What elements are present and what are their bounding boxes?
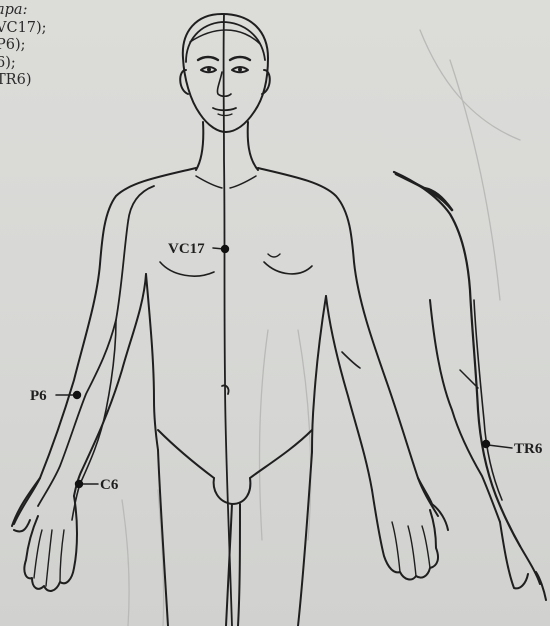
hair-line — [186, 22, 265, 62]
side-arm-outer — [394, 172, 520, 546]
pericardium-meridian — [38, 186, 154, 506]
right-pectoral — [264, 262, 312, 274]
head-outline — [183, 14, 268, 132]
side-hand — [500, 522, 546, 600]
left-pectoral — [160, 262, 214, 276]
right-hand — [372, 478, 448, 579]
left-eyebrow — [198, 57, 218, 60]
neck-right — [248, 122, 258, 170]
right-arm-inner — [326, 296, 372, 490]
point-tr6-group: TR6 — [482, 440, 543, 457]
neck-left — [196, 122, 203, 170]
right-leg-inner — [238, 504, 240, 626]
point-c6-label: C6 — [100, 477, 119, 493]
right-leg-outer — [298, 452, 312, 626]
point-p6-label: P6 — [30, 388, 47, 404]
point-p6-group: P6 — [30, 388, 81, 404]
groin — [214, 478, 251, 504]
right-shoulder-arm-outer — [258, 168, 438, 516]
point-vc17-dot — [221, 245, 229, 253]
torso-right — [312, 296, 326, 452]
point-tr6-label: TR6 — [514, 441, 543, 457]
side-arm-lower — [430, 300, 500, 522]
point-vc17-label: VC17 — [168, 241, 205, 257]
left-shoulder-arm-outer — [14, 168, 196, 524]
point-p6-dot — [73, 391, 81, 399]
point-tr6-dot — [482, 440, 490, 448]
right-eyebrow — [230, 57, 250, 60]
pelvis-line-left — [158, 430, 214, 478]
torso-left — [146, 274, 158, 450]
point-c6-dot — [75, 480, 83, 488]
point-vc17-group: VC17 — [168, 241, 229, 257]
